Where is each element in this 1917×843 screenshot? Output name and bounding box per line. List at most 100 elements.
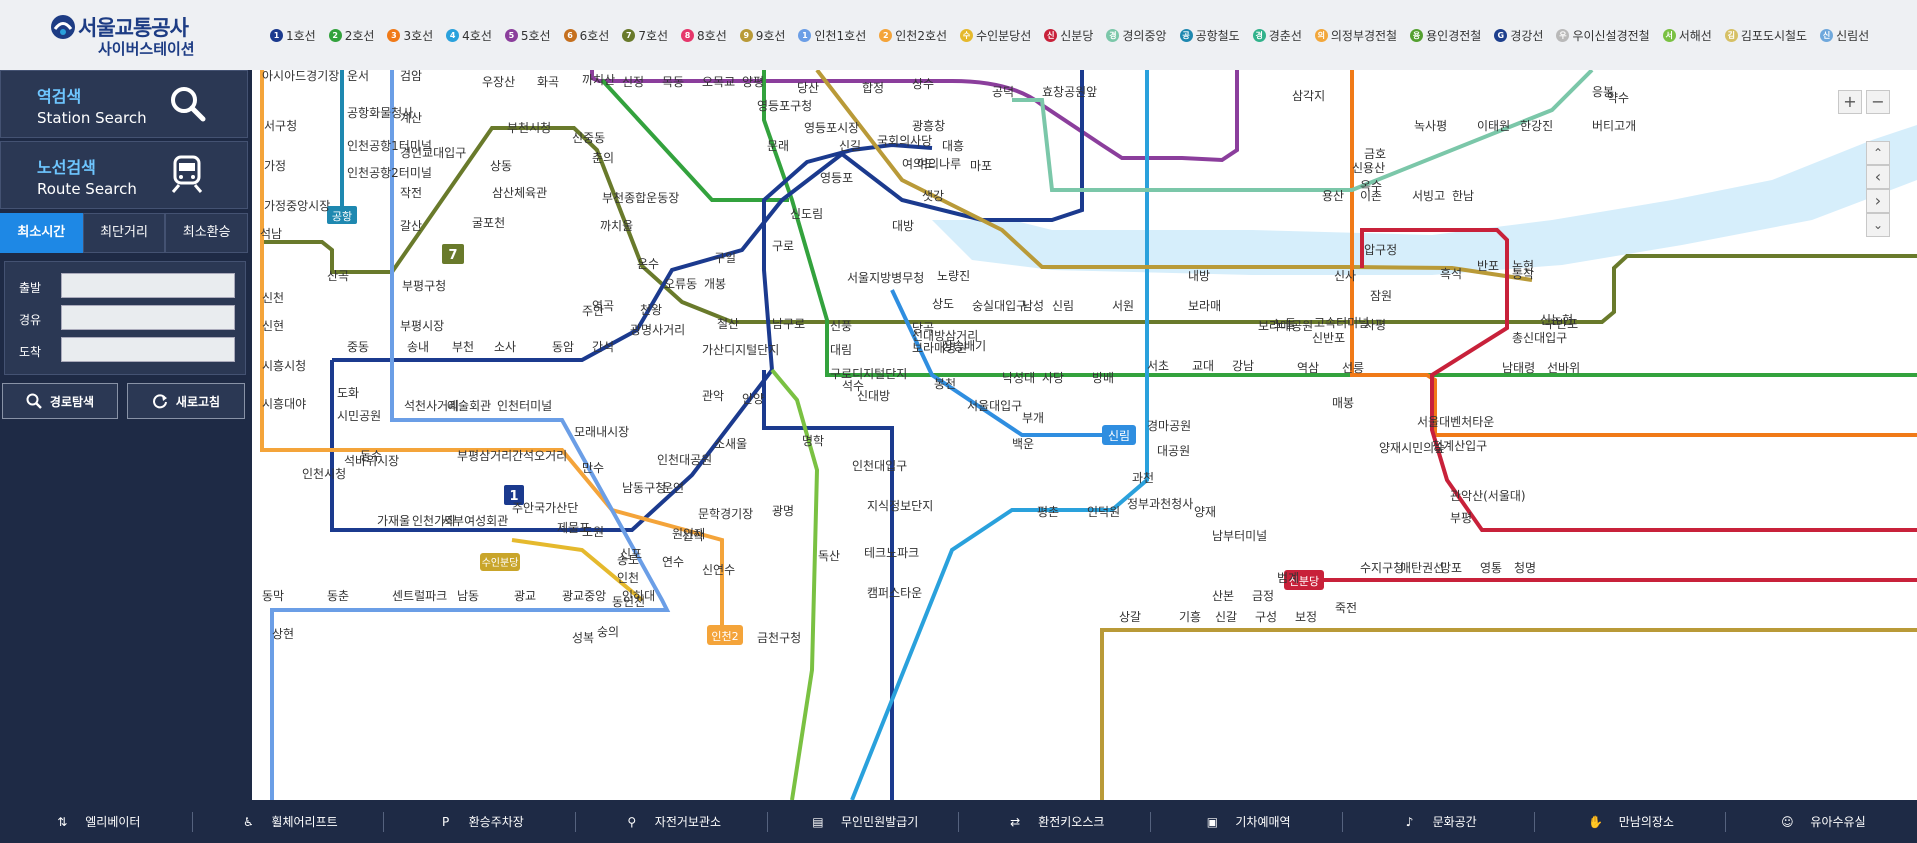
- station-label[interactable]: 서구청: [264, 119, 297, 133]
- station-search-button[interactable]: 역검색 Station Search: [0, 70, 248, 138]
- station-label[interactable]: 신림: [1052, 299, 1074, 313]
- station-label[interactable]: 신도림: [790, 207, 823, 221]
- station-label[interactable]: 가산디지털단지: [702, 343, 779, 357]
- station-label[interactable]: 남동: [457, 589, 479, 603]
- station-label[interactable]: 주안: [582, 304, 604, 318]
- station-label[interactable]: 소새울: [714, 437, 747, 451]
- station-label[interactable]: 논현: [1512, 259, 1534, 273]
- station-label[interactable]: 당곡: [912, 321, 934, 335]
- zoom-in-button[interactable]: +: [1838, 90, 1862, 114]
- station-label[interactable]: 온수: [637, 257, 659, 271]
- station-label[interactable]: 상갈: [1119, 610, 1141, 624]
- station-label[interactable]: 교대: [1192, 359, 1214, 373]
- route-search-submit-button[interactable]: 경로탐색: [2, 383, 118, 419]
- station-label[interactable]: 천왕: [640, 302, 662, 317]
- station-label[interactable]: 공덕: [992, 85, 1014, 99]
- station-label[interactable]: 서울대벤처타운: [1417, 415, 1494, 429]
- station-label[interactable]: 중동: [347, 340, 369, 354]
- station-label[interactable]: 도화: [337, 386, 359, 400]
- station-label[interactable]: 삼산체육관: [492, 186, 547, 200]
- station-label[interactable]: 청명: [1514, 561, 1536, 575]
- station-label[interactable]: 제물포: [557, 521, 590, 535]
- arrival-input[interactable]: [61, 337, 235, 362]
- station-label[interactable]: 부천: [452, 339, 474, 354]
- station-label[interactable]: 상도: [932, 297, 954, 311]
- station-label[interactable]: 인천가좌: [412, 513, 456, 528]
- station-label[interactable]: 마포: [970, 159, 992, 173]
- station-label[interactable]: 서울대입구: [967, 399, 1022, 413]
- station-label[interactable]: 남태령: [1502, 361, 1535, 375]
- station-label[interactable]: 소사: [494, 340, 516, 354]
- station-label[interactable]: 동춘: [327, 589, 349, 603]
- station-label[interactable]: 매탄권선: [1400, 561, 1444, 575]
- station-label[interactable]: 남성: [1022, 299, 1044, 313]
- station-label[interactable]: 경마공원: [1147, 419, 1191, 433]
- station-label[interactable]: 오목교: [702, 75, 735, 89]
- station-label[interactable]: 국회의사당: [877, 134, 932, 148]
- station-label[interactable]: 서울지방병무청: [847, 271, 924, 285]
- footer-item[interactable]: ▣기차예매역: [1150, 800, 1342, 843]
- station-label[interactable]: 잠원: [1370, 289, 1392, 303]
- station-label[interactable]: 경인교대입구: [400, 146, 466, 160]
- tab-min-transfer[interactable]: 최소환승: [165, 213, 249, 253]
- station-label[interactable]: 신천: [262, 290, 284, 305]
- station-label[interactable]: 선릉: [1342, 361, 1364, 375]
- station-label[interactable]: 까치산: [582, 73, 615, 87]
- station-label[interactable]: 옥수: [1360, 179, 1382, 193]
- station-label[interactable]: 부평: [1450, 511, 1472, 525]
- station-label[interactable]: 총신대입구: [1512, 331, 1567, 345]
- station-label[interactable]: 장승배기: [942, 339, 986, 353]
- station-label[interactable]: 부개: [1022, 411, 1044, 425]
- station-label[interactable]: 가정중앙시장: [264, 199, 330, 213]
- station-label[interactable]: 광교: [514, 589, 536, 603]
- station-label[interactable]: 모래내시장: [574, 425, 629, 439]
- station-label[interactable]: 청계산입구: [1432, 439, 1487, 453]
- station-label[interactable]: 인천: [617, 570, 639, 585]
- station-label[interactable]: 인하대: [622, 589, 655, 603]
- station-label[interactable]: 영등포구청: [757, 99, 812, 113]
- station-label[interactable]: 금호: [1364, 147, 1386, 161]
- station-label[interactable]: 보라매: [1188, 299, 1221, 313]
- station-label[interactable]: 신용산: [1352, 161, 1385, 175]
- station-label[interactable]: 압구정: [1364, 243, 1397, 257]
- station-label[interactable]: 신중동: [572, 131, 605, 145]
- station-label[interactable]: 화곡: [537, 75, 559, 89]
- station-label[interactable]: 신정: [622, 75, 644, 89]
- station-label[interactable]: 상수: [912, 77, 934, 91]
- station-label[interactable]: 인천시청: [302, 466, 346, 481]
- station-label[interactable]: 신논현: [1540, 313, 1573, 327]
- station-label[interactable]: 인천터미널: [497, 398, 552, 413]
- station-label[interactable]: 도원: [582, 525, 604, 539]
- station-label[interactable]: 명학: [802, 434, 824, 448]
- station-label[interactable]: 산본: [1212, 589, 1234, 603]
- station-label[interactable]: 동수: [360, 449, 382, 463]
- station-label[interactable]: 이촌: [1360, 189, 1382, 203]
- station-label[interactable]: 부천시청: [507, 120, 551, 135]
- station-label[interactable]: 동인천: [612, 594, 645, 609]
- station-label[interactable]: 삼각지: [1292, 89, 1325, 103]
- station-label[interactable]: 인천대입구: [852, 458, 907, 473]
- station-label[interactable]: 산곡: [327, 269, 349, 283]
- station-label[interactable]: 범계: [1277, 571, 1299, 585]
- station-label[interactable]: 방배: [1092, 371, 1114, 385]
- station-label[interactable]: 신사: [1334, 269, 1356, 283]
- station-label[interactable]: 송내: [407, 340, 429, 354]
- station-label[interactable]: 백운: [1012, 437, 1034, 451]
- station-label[interactable]: 문래: [767, 139, 789, 153]
- station-label[interactable]: 역삼: [1297, 361, 1319, 375]
- station-label[interactable]: 보정: [1295, 610, 1317, 624]
- station-label[interactable]: 합정: [862, 81, 884, 95]
- station-label[interactable]: 대흥: [942, 139, 964, 153]
- station-label[interactable]: 신풍: [830, 319, 852, 333]
- station-label[interactable]: 반포: [1477, 259, 1499, 273]
- station-label[interactable]: 만수: [582, 461, 604, 475]
